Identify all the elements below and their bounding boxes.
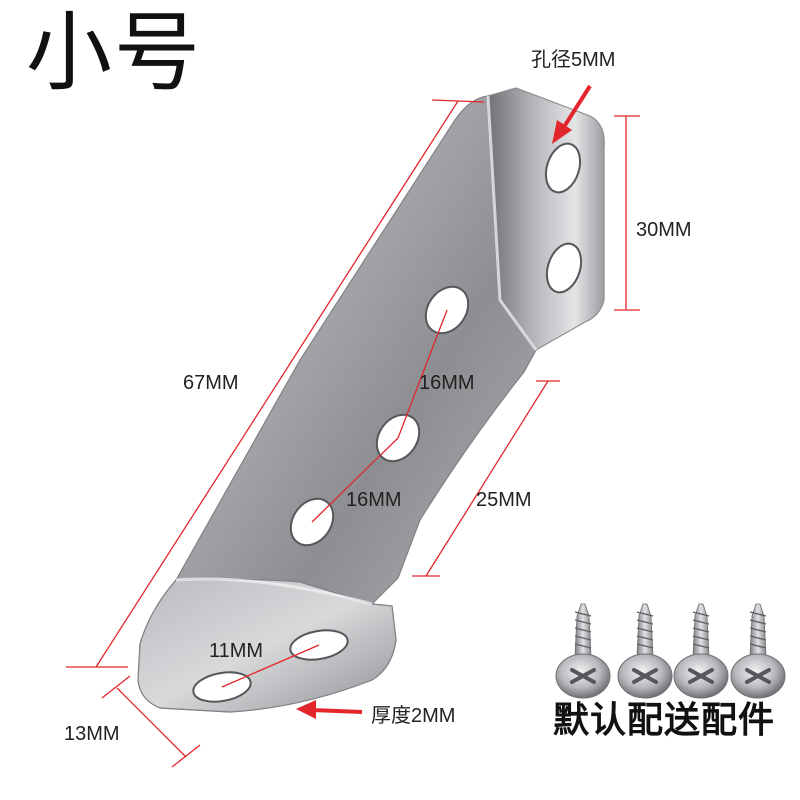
hole-spacing-upper-label: 16MM: [419, 372, 475, 394]
screw-icon: [729, 602, 787, 700]
total-length-label: 67MM: [183, 372, 239, 394]
thickness-label: 厚度2MM: [371, 705, 456, 727]
arrow-icon: [296, 700, 363, 719]
screw-icon: [616, 602, 674, 700]
screw-icon: [554, 602, 612, 700]
hole-diameter-label: 孔径5MM: [531, 49, 616, 71]
hole-spacing-lower-label: 16MM: [346, 489, 402, 511]
bottom-width-label: 13MM: [64, 723, 120, 745]
screw-icon: [672, 602, 730, 700]
top-height-label: 30MM: [636, 219, 692, 241]
middle-length-label: 25MM: [476, 489, 532, 511]
arrow-icon: [552, 84, 592, 144]
bottom-hole-spacing-label: 11MM: [209, 640, 264, 662]
dimension-lines: [66, 99, 640, 768]
page-title: 小号: [26, 3, 202, 103]
accessories-caption: 默认配送配件: [553, 700, 776, 741]
